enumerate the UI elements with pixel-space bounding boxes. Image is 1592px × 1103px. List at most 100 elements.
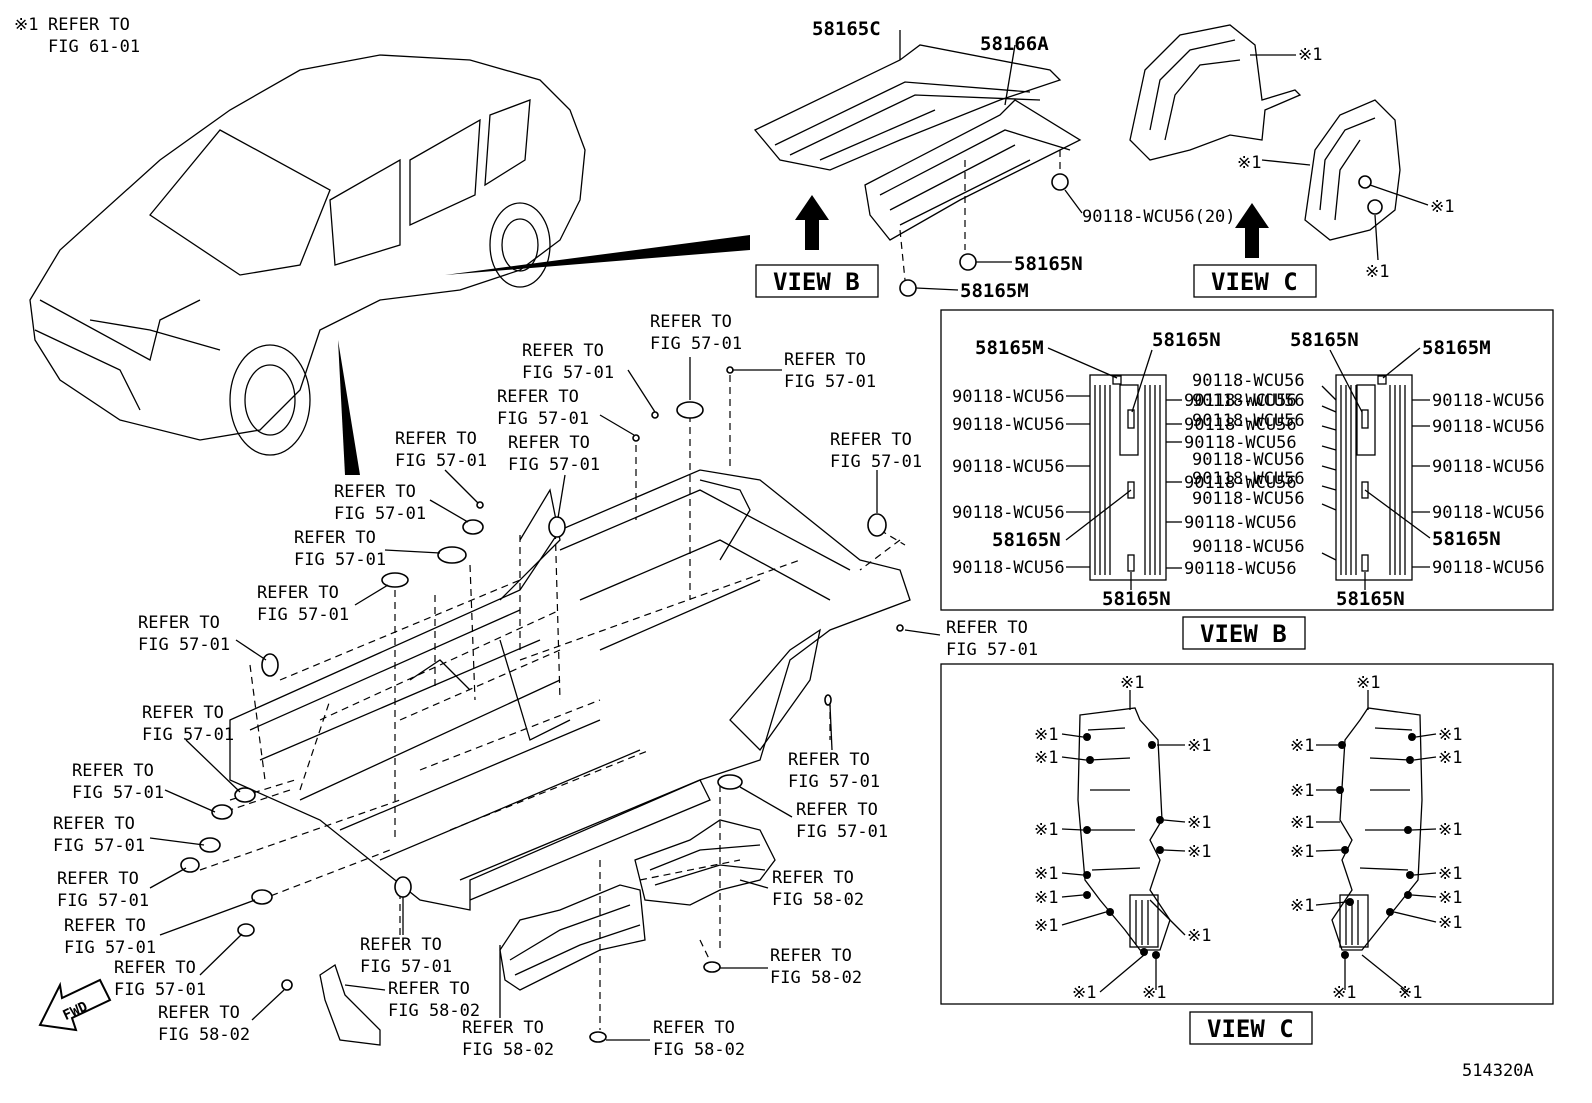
svg-text:REFER TO: REFER TO <box>334 482 416 502</box>
svg-text:※1: ※1 <box>1438 913 1462 933</box>
grommet-3 <box>548 516 566 538</box>
view-c-arrow-icon <box>1235 203 1269 258</box>
view-b-pointer <box>445 235 750 275</box>
svg-text:FIG 57-01: FIG 57-01 <box>522 363 614 383</box>
vb-l-left-0: 90118-WCU56 <box>952 387 1065 407</box>
vb-l-right-5: 90118-WCU56 <box>1184 559 1297 579</box>
svg-text:※1: ※1 <box>1438 864 1462 884</box>
clip-58165n <box>959 253 977 271</box>
svg-text:※1: ※1 <box>1187 842 1211 862</box>
svg-text:FIG 57-01: FIG 57-01 <box>830 452 922 472</box>
svg-text:FIG 57-01: FIG 57-01 <box>257 605 349 625</box>
vb-r-right-0: 90118-WCU56 <box>1432 391 1545 411</box>
svg-text:REFER TO: REFER TO <box>72 761 154 781</box>
view-b-arrow-icon <box>795 195 829 250</box>
svg-text:FIG 57-01: FIG 57-01 <box>334 504 426 524</box>
view-c-left-marks: ※1 ※1 ※1 ※1 ※1 ※1 ※1 ※1 ※1 ※1 ※1 ※1 ※1 <box>1034 673 1211 1003</box>
svg-text:FIG 57-01: FIG 57-01 <box>138 635 230 655</box>
fender-liner-front <box>1129 24 1302 161</box>
vb-r-left-6: 90118-WCU56 <box>1192 537 1305 557</box>
car-outline <box>29 54 586 456</box>
vb-r-right-1: 90118-WCU56 <box>1432 417 1545 437</box>
svg-text:FIG 57-01: FIG 57-01 <box>788 772 880 792</box>
plug-6 <box>824 694 832 706</box>
heat-insulator-front <box>499 884 646 991</box>
heat-insulators <box>319 819 776 1046</box>
svg-text:※1: ※1 <box>1034 725 1058 745</box>
svg-text:REFER TO: REFER TO <box>946 618 1028 638</box>
view-c-mark-2: ※1 <box>1237 153 1261 173</box>
svg-text:FIG 57-01: FIG 57-01 <box>796 822 888 842</box>
svg-text:FIG 57-01: FIG 57-01 <box>395 451 487 471</box>
svg-text:REFER TO: REFER TO <box>770 946 852 966</box>
vb-left-bottom: 58165N <box>1102 588 1171 610</box>
svg-text:※1: ※1 <box>1290 781 1314 801</box>
svg-text:FIG 57-01: FIG 57-01 <box>508 455 600 475</box>
note-line1: REFER TO <box>48 15 130 35</box>
vb-l-left-5: 90118-WCU56 <box>952 558 1065 578</box>
vb-r-right-2: 90118-WCU56 <box>1432 457 1545 477</box>
svg-text:FIG 57-01: FIG 57-01 <box>114 980 206 1000</box>
svg-text:FIG 57-01: FIG 57-01 <box>497 409 589 429</box>
svg-text:※1: ※1 <box>1438 888 1462 908</box>
svg-text:REFER TO: REFER TO <box>360 935 442 955</box>
svg-text:REFER TO: REFER TO <box>64 916 146 936</box>
fender-liner-rear <box>1304 99 1401 241</box>
svg-text:REFER TO: REFER TO <box>294 528 376 548</box>
under-cover-58166a <box>864 99 1082 241</box>
svg-text:FIG 57-01: FIG 57-01 <box>294 550 386 570</box>
view-c-box: ※1 ※1 ※1 ※1 ※1 ※1 ※1 ※1 ※1 ※1 ※1 ※1 ※1 <box>940 663 1554 1045</box>
vb-l-left-2: 90118-WCU56 <box>952 457 1065 477</box>
vb-l-right-2: 90118-WCU56 <box>1184 433 1297 453</box>
vb-l-right-0: 90118-WCU56 <box>1184 391 1297 411</box>
grommet-14 <box>237 923 255 937</box>
view-c-mark-4: ※1 <box>1365 262 1389 282</box>
view-c-box-title: VIEW C <box>1207 1015 1294 1043</box>
vb-right-58165n: 58165N <box>1290 329 1359 351</box>
clip-2 <box>703 961 721 973</box>
svg-text:FIG 57-01: FIG 57-01 <box>360 957 452 977</box>
grommets <box>180 366 904 1043</box>
label-58165n-top: 58165N <box>1014 253 1083 275</box>
svg-text:REFER TO: REFER TO <box>830 430 912 450</box>
vb-r-left-5: 90118-WCU56 <box>1192 489 1305 509</box>
svg-text:※1: ※1 <box>1034 748 1058 768</box>
clip-3 <box>589 1031 607 1043</box>
leader-lines <box>149 357 941 1041</box>
grommet-2 <box>462 519 484 535</box>
label-58165m-top: 58165M <box>960 280 1029 302</box>
svg-text:FIG 57-01: FIG 57-01 <box>72 783 164 803</box>
view-c-mark-1: ※1 <box>1298 45 1322 65</box>
svg-text:FIG 58-02: FIG 58-02 <box>158 1025 250 1045</box>
label-90118-20: 90118-WCU56(20) <box>1082 207 1236 227</box>
vb-l-right-3: 90118-WCU56 <box>1184 473 1297 493</box>
note-mark: ※1 <box>14 15 38 35</box>
grommet-6 <box>261 653 279 677</box>
svg-text:※1: ※1 <box>1332 983 1356 1003</box>
grommet-10 <box>211 804 233 820</box>
figure-id: 514320A <box>1462 1061 1534 1081</box>
svg-text:※1: ※1 <box>1142 983 1166 1003</box>
svg-text:FIG 57-01: FIG 57-01 <box>650 334 742 354</box>
svg-text:REFER TO: REFER TO <box>788 750 870 770</box>
svg-text:FIG 57-01: FIG 57-01 <box>142 725 234 745</box>
svg-text:FIG 57-01: FIG 57-01 <box>57 891 149 911</box>
label-58165c: 58165C <box>812 18 881 40</box>
svg-text:REFER TO: REFER TO <box>142 703 224 723</box>
vb-r-right-5: 90118-WCU56 <box>1432 558 1545 578</box>
svg-text:FIG 57-01: FIG 57-01 <box>946 640 1038 660</box>
plug-5 <box>896 624 904 632</box>
note-refer: ※1 REFER TO FIG 61-01 <box>14 15 140 57</box>
